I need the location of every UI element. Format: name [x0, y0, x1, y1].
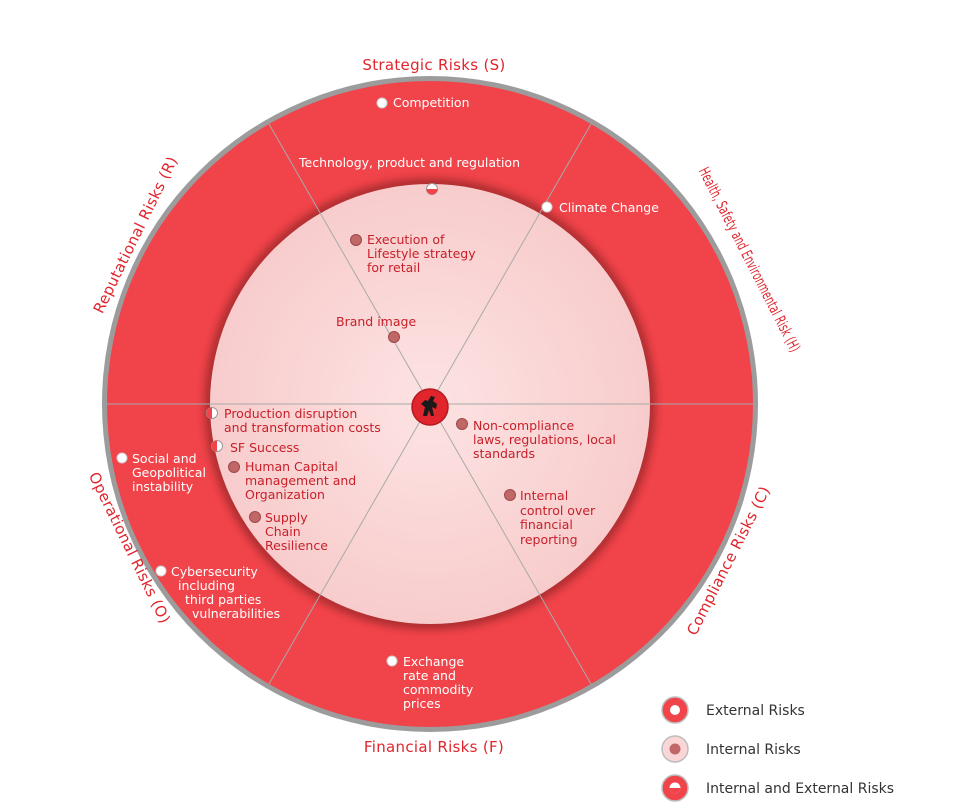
- risk-label-line: Cybersecurity: [171, 564, 258, 579]
- risk-label-line: commodity: [403, 682, 474, 697]
- legend-external-label: External Risks: [706, 703, 805, 719]
- risk-label-line: Resilience: [265, 538, 328, 553]
- external-risk-dot: [386, 655, 398, 667]
- legend-internal-dot: [669, 743, 681, 755]
- risk-production-disruption: Production disruption and transformation…: [206, 406, 381, 435]
- risk-label-line: standards: [473, 446, 535, 461]
- external-risk-dot: [376, 97, 388, 109]
- risk-brand-image: Brand image: [336, 314, 416, 343]
- risk-cybersecurity: Cybersecurity including third parties vu…: [155, 564, 280, 621]
- mixed-risk-dot-half: [206, 407, 212, 419]
- risk-label-line: Geopolitical: [132, 465, 206, 480]
- risk-label-line: Brand image: [336, 314, 416, 329]
- risk-label-line: control over: [520, 503, 596, 518]
- legend-mixed-label: Internal and External Risks: [706, 781, 894, 797]
- risk-label-line: Exchange: [403, 654, 464, 669]
- risk-label-line: financial: [520, 517, 573, 532]
- internal-risk-dot: [350, 234, 362, 246]
- risk-label-line: Human Capital: [245, 459, 338, 474]
- risk-competition: Competition: [376, 95, 470, 110]
- risk-label-line: rate and: [403, 668, 456, 683]
- risk-label-line: Social and: [132, 451, 197, 466]
- risk-supply-chain: Supply Chain Resilience: [249, 510, 328, 553]
- risk-noncompliance: Non-compliance laws, regulations, local …: [456, 418, 616, 461]
- internal-risk-dot: [456, 418, 468, 430]
- risk-internal-control: Internal control over financial reportin…: [504, 488, 596, 547]
- risk-label-line: Competition: [393, 95, 470, 110]
- risk-label-line: Production disruption: [224, 406, 357, 421]
- risk-exchange-rate: Exchange rate and commodity prices: [386, 654, 474, 711]
- risk-label-line: SF Success: [230, 440, 299, 455]
- legend: External Risks Internal Risks Internal a…: [661, 696, 894, 802]
- internal-risk-dot: [228, 461, 240, 473]
- risk-label-line: for retail: [367, 260, 420, 275]
- risk-label-line: third parties: [185, 592, 261, 607]
- risk-human-capital: Human Capital management and Organizatio…: [228, 459, 356, 502]
- risk-label-line: vulnerabilities: [192, 606, 280, 621]
- legend-external-dot: [670, 705, 680, 715]
- risk-label-line: and transformation costs: [224, 420, 381, 435]
- internal-risk-dot: [249, 511, 261, 523]
- prancing-horse-logo-icon: [411, 388, 449, 426]
- risk-execution-lifestyle: Execution of Lifestyle strategy for reta…: [350, 232, 476, 275]
- risk-technology: Technology, product and regulation: [298, 155, 520, 195]
- mixed-risk-dot-half: [426, 189, 438, 195]
- risk-climate-change: Climate Change: [541, 200, 659, 215]
- category-strategic-label: Strategic Risks (S): [362, 56, 505, 74]
- risk-social-geopolitical: Social and Geopolitical instability: [116, 451, 206, 494]
- risk-label-line: Technology, product and regulation: [298, 155, 520, 170]
- legend-item-external: External Risks: [661, 696, 805, 724]
- internal-risk-dot: [388, 331, 400, 343]
- legend-item-internal: Internal Risks: [661, 735, 801, 763]
- risk-label-line: Execution of: [367, 232, 445, 247]
- external-risk-dot: [541, 201, 553, 213]
- risk-label-line: prices: [403, 696, 441, 711]
- risk-label-line: laws, regulations, local: [473, 432, 616, 447]
- risk-label-line: Chain: [265, 524, 301, 539]
- risk-sf-success: SF Success: [211, 440, 299, 455]
- risk-label-line: reporting: [520, 532, 578, 547]
- risk-label-line: Organization: [245, 487, 325, 502]
- legend-internal-label: Internal Risks: [706, 742, 801, 758]
- risk-label-line: Non-compliance: [473, 418, 574, 433]
- risk-label-line: management and: [245, 473, 356, 488]
- risk-label-line: Climate Change: [559, 200, 659, 215]
- risk-label-line: Internal: [520, 488, 568, 503]
- external-risk-dot: [155, 565, 167, 577]
- legend-item-mixed: Internal and External Risks: [661, 774, 894, 802]
- internal-risk-dot: [504, 489, 516, 501]
- external-risk-dot: [116, 452, 128, 464]
- risk-label-line: Lifestyle strategy: [367, 246, 476, 261]
- risk-label-line: Supply: [265, 510, 308, 525]
- risk-label-line: instability: [132, 479, 194, 494]
- mixed-risk-dot-half: [211, 440, 217, 452]
- legend-mixed-dot-half: [669, 788, 681, 794]
- risk-label-line: including: [178, 578, 235, 593]
- category-financial-label: Financial Risks (F): [364, 738, 504, 756]
